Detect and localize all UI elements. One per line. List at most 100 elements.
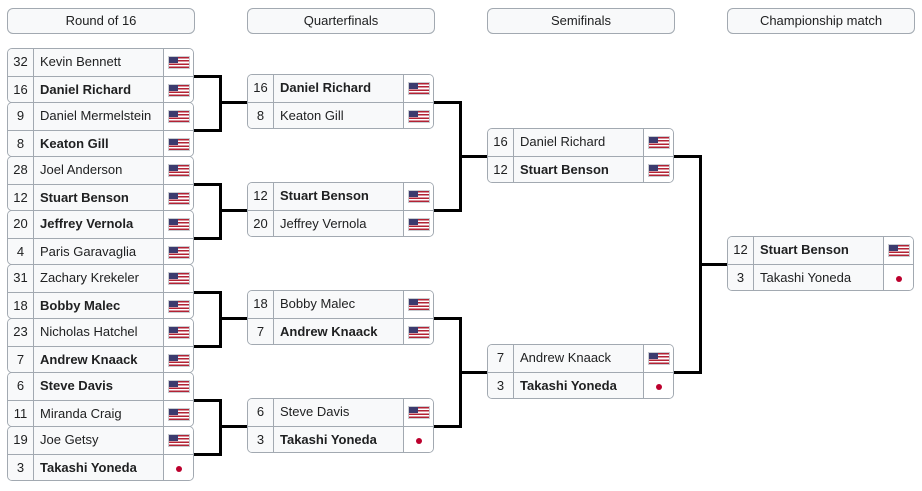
seed-number: 3 [728, 265, 754, 290]
team-name[interactable]: Miranda Craig [34, 401, 163, 426]
team-name[interactable]: Takashi Yoneda [274, 427, 403, 452]
seed-number: 3 [248, 427, 274, 452]
bracket-connector-line [194, 128, 219, 132]
team-name[interactable]: Steve Davis [34, 373, 163, 400]
bracket-connector-line [194, 344, 219, 348]
bracket-connector-line [674, 154, 699, 158]
us-flag-icon [409, 219, 429, 230]
team-name[interactable]: Andrew Knaack [34, 347, 163, 372]
team-name[interactable]: Zachary Krekeler [34, 265, 163, 292]
team-name[interactable]: Stuart Benson [514, 157, 643, 182]
flag-cell [643, 345, 673, 372]
us-flag-icon [409, 111, 429, 122]
seed-number: 12 [248, 183, 274, 210]
bracket-connector-line [194, 182, 219, 186]
flag-cell [163, 185, 193, 210]
us-flag-icon [409, 83, 429, 94]
us-flag-icon [169, 355, 189, 366]
team-name[interactable]: Bobby Malec [34, 293, 163, 318]
bracket-connector-line [219, 424, 247, 428]
team-name[interactable]: Keaton Gill [274, 103, 403, 128]
team-name[interactable]: Jeffrey Vernola [34, 211, 163, 238]
flag-cell [643, 129, 673, 156]
team-name[interactable]: Steve Davis [274, 399, 403, 426]
team-name[interactable]: Jeffrey Vernola [274, 211, 403, 236]
japan-flag-icon [169, 463, 189, 474]
flag-cell [163, 77, 193, 102]
team-name[interactable]: Daniel Mermelstein [34, 103, 163, 130]
flag-cell [403, 183, 433, 210]
us-flag-icon [169, 111, 189, 122]
team-name[interactable]: Andrew Knaack [514, 345, 643, 372]
team-name[interactable]: Joe Getsy [34, 427, 163, 454]
bracket-connector-line [219, 316, 247, 320]
seed-number: 9 [8, 103, 34, 130]
us-flag-icon [409, 191, 429, 202]
us-flag-icon [409, 407, 429, 418]
round-header-semifinals: Semifinals [487, 8, 675, 34]
seed-number: 16 [488, 129, 514, 156]
team-name[interactable]: Stuart Benson [754, 237, 883, 264]
team-name[interactable]: Bobby Malec [274, 291, 403, 318]
japan-flag-icon [649, 381, 669, 392]
seed-number: 16 [248, 75, 274, 102]
bracket-connector-line [434, 208, 459, 212]
flag-cell [163, 373, 193, 400]
flag-cell [163, 401, 193, 426]
team-name[interactable]: Joel Anderson [34, 157, 163, 184]
japan-flag-icon [889, 273, 909, 284]
round-header-quarterfinals: Quarterfinals [247, 8, 435, 34]
seed-number: 7 [248, 319, 274, 344]
bracket-connector-line [194, 74, 219, 78]
bracket-connector-line [219, 208, 247, 212]
seed-number: 6 [8, 373, 34, 400]
seed-number: 20 [8, 211, 34, 238]
seed-number: 18 [8, 293, 34, 318]
flag-cell [163, 455, 193, 480]
team-name[interactable]: Daniel Richard [34, 77, 163, 102]
team-name[interactable]: Andrew Knaack [274, 319, 403, 344]
bracket-connector-line [194, 236, 219, 240]
team-name[interactable]: Nicholas Hatchel [34, 319, 163, 346]
flag-cell [883, 237, 913, 264]
team-name[interactable]: Keaton Gill [34, 131, 163, 156]
team-name[interactable]: Takashi Yoneda [34, 455, 163, 480]
team-name[interactable]: Daniel Richard [274, 75, 403, 102]
flag-cell [163, 157, 193, 184]
team-name[interactable]: Stuart Benson [34, 185, 163, 210]
seed-number: 8 [8, 131, 34, 156]
flag-cell [163, 319, 193, 346]
us-flag-icon [169, 165, 189, 176]
seed-number: 31 [8, 265, 34, 292]
seed-number: 6 [248, 399, 274, 426]
flag-cell [163, 103, 193, 130]
team-name[interactable]: Kevin Bennett [34, 49, 163, 76]
us-flag-icon [649, 137, 669, 148]
team-name[interactable]: Daniel Richard [514, 129, 643, 156]
team-name[interactable]: Paris Garavaglia [34, 239, 163, 264]
team-name[interactable]: Takashi Yoneda [514, 373, 643, 398]
us-flag-icon [169, 435, 189, 446]
team-name[interactable]: Stuart Benson [274, 183, 403, 210]
team-name[interactable]: Takashi Yoneda [754, 265, 883, 290]
